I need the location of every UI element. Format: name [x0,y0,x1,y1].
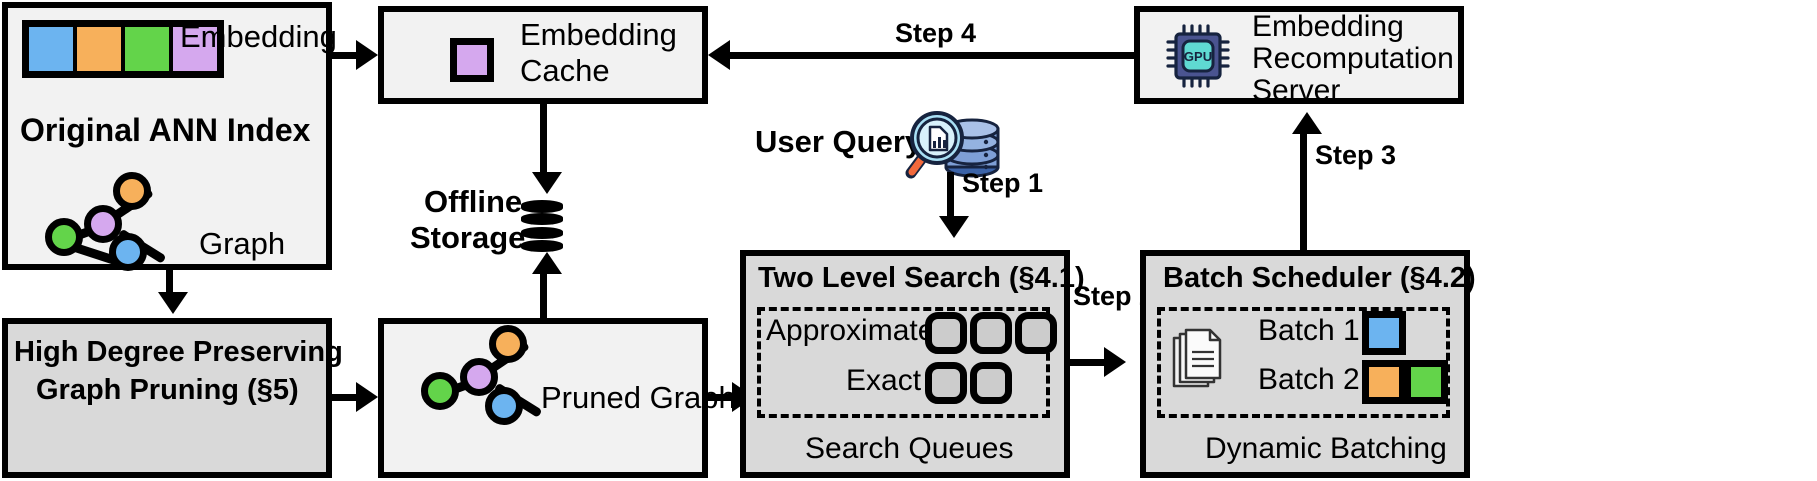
exact-slot[interactable] [970,362,1012,404]
gpu-chip-icon: GPU [1166,24,1230,88]
arrow-index-to-cache-line [332,52,362,59]
database-icon [521,200,563,252]
approximate-label: Approximate [766,314,935,347]
arrow-storage-up-line [540,270,547,322]
query-search-database-icon [905,111,1000,179]
two-level-search-box [740,250,1070,478]
svg-text:GPU: GPU [1184,49,1212,64]
recomputation-server-line3: Server [1252,74,1341,107]
search-queues-footer: Search Queues [805,432,1014,465]
arrow-step2-line [1070,359,1112,366]
dynamic-batching-footer: Dynamic Batching [1205,432,1447,465]
graph-pruning-box [2,318,332,478]
batch1-label: Batch 1 [1258,314,1360,347]
offline-storage-line1: Offline [424,184,523,219]
arrow-index-to-pruning-head [158,292,188,314]
arrow-step1-head [939,216,969,238]
arrow-step3-head [1292,112,1322,134]
embedding-strip [22,20,224,78]
user-query-label: User Query [755,124,923,159]
arrow-step1-line [947,172,954,224]
step1-label: Step 1 [962,168,1044,198]
arrow-cache-to-storage-head [532,172,562,194]
arrow-step2-head [1104,347,1126,377]
arrow-step3-line [1300,130,1307,250]
step3-label: Step 3 [1315,140,1397,170]
arrow-pruning-to-pruned-line [332,394,362,401]
batch2-chip-orange [1362,360,1406,404]
two-level-search-title: Two Level Search (§4.1) [758,262,1085,294]
recomputation-server-line1: Embedding [1252,10,1404,43]
recomputation-server-box [1134,6,1464,104]
batch2-chip-green [1404,360,1448,404]
search-queues-region [757,307,1050,418]
approximate-slot[interactable] [1015,312,1057,354]
embedding-cache-box [378,6,708,104]
graph-label: Graph [199,226,286,261]
embedding-label: Embedding [180,19,337,54]
exact-slot[interactable] [925,362,967,404]
approximate-slot[interactable] [925,312,967,354]
graph-pruning-line2: Graph Pruning (§5) [36,374,299,406]
graph-node-orange [113,172,151,210]
embedding-cache-line1: Embedding [520,17,677,52]
arrow-index-to-cache-head [356,40,378,70]
arrow-step4-head [708,40,730,70]
embedding-cell-blue [29,27,77,71]
embedding-cell-purple [173,27,217,71]
step4-label: Step 4 [895,18,977,48]
arrow-pruning-to-pruned-head [356,382,378,412]
pruned-graph-node-green [421,372,459,410]
embedding-cell-green [125,27,173,71]
pruned-graph-node-blue [485,387,523,425]
documents-stack-icon [1172,328,1222,388]
original-ann-index-title: Original ANN Index [20,112,311,148]
graph-pruning-line1: High Degree Preserving [14,336,343,368]
pruned-graph-label: Pruned Graph [541,380,736,415]
exact-label: Exact [846,364,922,397]
batch-scheduler-title: Batch Scheduler (§4.2) [1163,262,1476,294]
arrow-index-to-pruning-line [166,270,173,298]
pruned-graph-box [378,318,708,478]
arrow-step4-line [730,52,1134,59]
pruned-graph-node-orange [489,325,527,363]
offline-storage-line2: Storage [410,220,526,255]
batch2-label: Batch 2 [1258,363,1360,396]
arrow-storage-up-head [532,252,562,274]
graph-node-blue [109,233,147,271]
dynamic-batching-region [1157,307,1450,418]
arrow-cache-to-storage-line [540,104,547,180]
approximate-slot[interactable] [970,312,1012,354]
purple-square-icon [450,38,494,82]
embedding-cell-orange [77,27,125,71]
batch1-chip-blue [1362,311,1406,355]
recomputation-server-line2: Recomputation [1252,42,1454,75]
graph-node-green [45,218,83,256]
pruned-graph-node-purple [460,358,498,396]
embedding-cache-line2: Cache [520,53,610,88]
arrow-pruned-to-search-line [708,394,740,401]
